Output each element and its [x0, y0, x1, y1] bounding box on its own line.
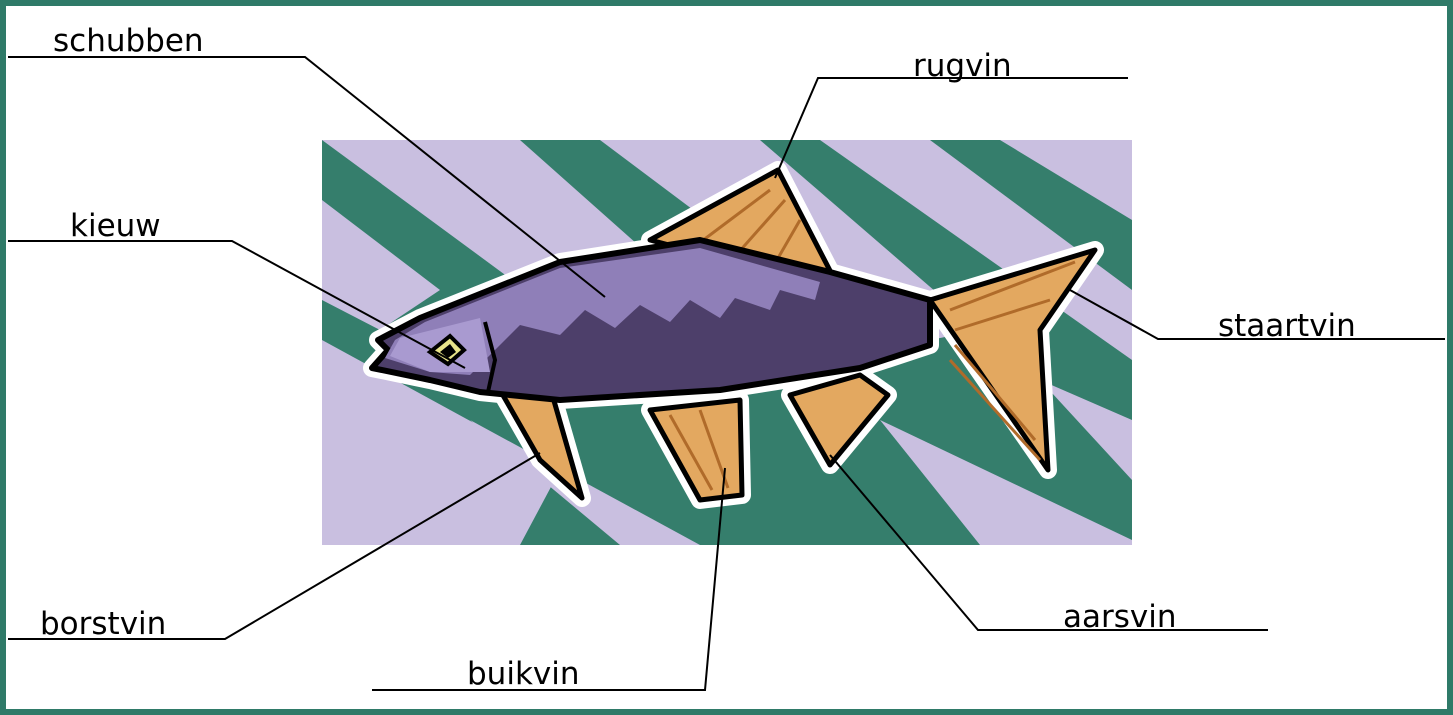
fish-diagram-art — [6, 6, 1447, 709]
label-schubben: schubben — [53, 26, 204, 57]
label-borstvin: borstvin — [40, 609, 166, 640]
label-buikvin: buikvin — [467, 659, 580, 690]
label-staartvin: staartvin — [1218, 311, 1356, 342]
label-kieuw: kieuw — [70, 211, 161, 242]
label-aarsvin: aarsvin — [1063, 602, 1177, 633]
label-rugvin: rugvin — [913, 51, 1012, 82]
